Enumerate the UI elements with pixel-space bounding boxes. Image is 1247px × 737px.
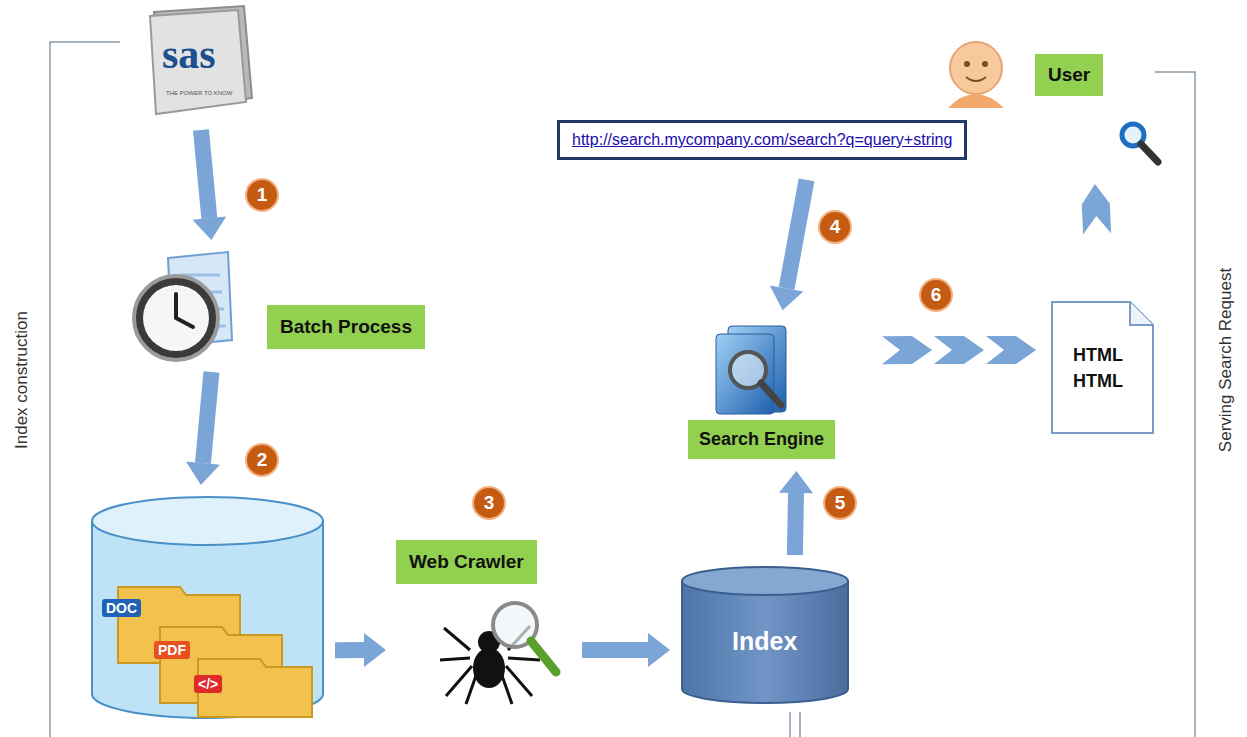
bracket-right — [1155, 72, 1195, 737]
html-result-node: HTML HTML — [1050, 300, 1155, 435]
index-stub — [790, 712, 800, 737]
section-label: Index construction — [12, 311, 32, 449]
batch-process-node: Batch Process — [130, 250, 430, 362]
node-label: Web Crawler — [396, 540, 537, 584]
sas-logo-node: sasTHE POWER TO KNOW — [140, 2, 260, 120]
callout-number: 1 — [245, 178, 279, 212]
search-engine-icon — [716, 326, 786, 414]
url-bar-node: http://search.mycompany.com/search?q=que… — [557, 115, 1170, 170]
user-node: User — [945, 40, 1130, 110]
spider-icon — [440, 603, 556, 704]
node-label: Index — [732, 627, 797, 656]
section-label: Serving Search Request — [1216, 268, 1236, 452]
callout-number: 3 — [472, 486, 506, 520]
callout-number: 5 — [823, 486, 857, 520]
html-document — [1050, 300, 1155, 435]
callout-number: 4 — [818, 210, 852, 244]
chevron-arrow — [882, 336, 1036, 364]
node-label: Search Engine — [688, 420, 835, 459]
flow-arrow — [186, 371, 220, 485]
node-label: Batch Process — [267, 305, 425, 349]
code-badge: </> — [194, 675, 222, 693]
flow-arrow — [779, 471, 813, 555]
node-label: HTML HTML — [1073, 342, 1133, 394]
logo-text: sas — [162, 30, 216, 78]
doc-badge: DOC — [102, 599, 141, 617]
flow-arrow — [192, 129, 226, 240]
callout-number: 2 — [245, 443, 279, 477]
url-text: http://search.mycompany.com/search?q=que… — [557, 120, 967, 160]
pdf-badge: PDF — [154, 641, 190, 659]
flow-arrow — [770, 178, 815, 310]
flow-arrow — [582, 633, 670, 667]
index-node: Index — [680, 565, 850, 705]
chevron-arrow — [1082, 184, 1111, 235]
flow-arrow — [335, 633, 386, 667]
node-label: User — [1035, 54, 1103, 96]
clock-icon — [134, 252, 232, 360]
user-icon — [948, 42, 1004, 108]
logo-tagline: THE POWER TO KNOW — [166, 90, 232, 96]
callout-number: 6 — [919, 278, 953, 312]
web-crawler-node: Web Crawler — [396, 540, 572, 705]
search-magnifier-icon — [1122, 124, 1158, 162]
search-engine-node: Search Engine — [688, 320, 864, 461]
repository-node: DOC PDF</> — [90, 495, 325, 720]
